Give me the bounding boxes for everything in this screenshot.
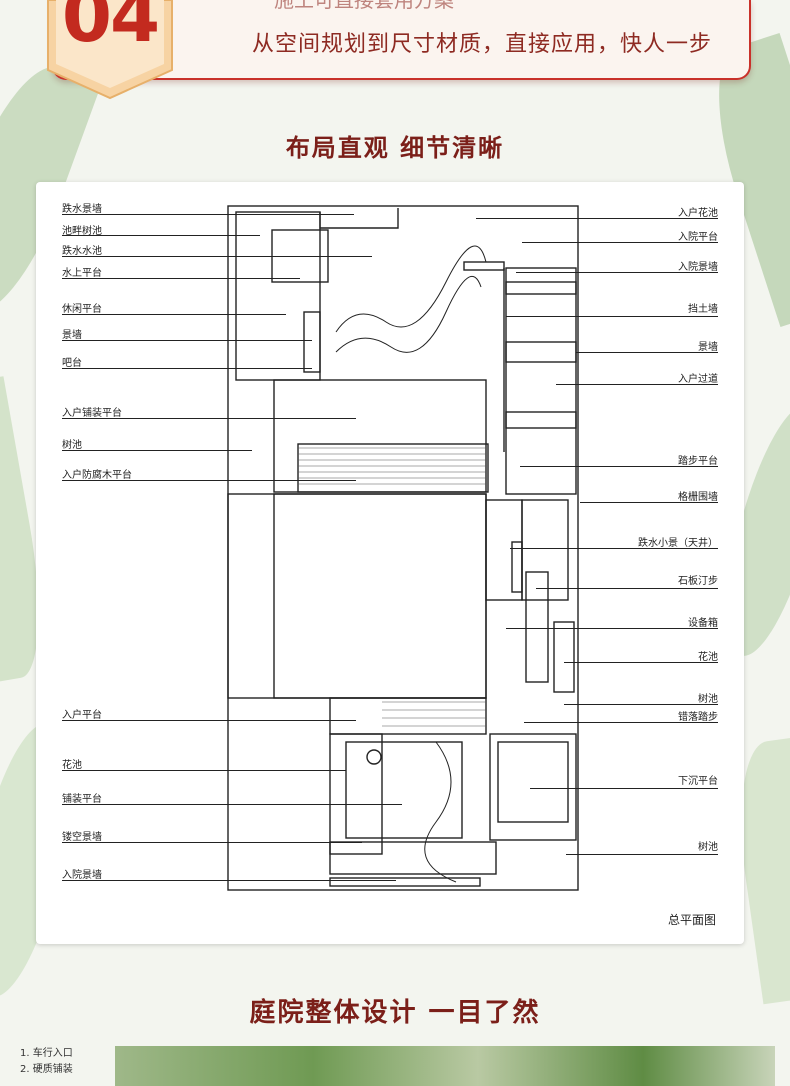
label-right: 树池 (698, 842, 718, 853)
legend-list: 1. 车行入口 2. 硬质铺装 (20, 1046, 73, 1078)
leader-line (62, 720, 356, 721)
leader-line (564, 662, 718, 663)
label-left: 入院景墙 (62, 870, 102, 881)
legend-item: 1. 车行入口 (20, 1048, 73, 1059)
leader-line (580, 502, 718, 503)
label-right: 入户花池 (678, 208, 718, 219)
label-left: 吧台 (62, 358, 82, 369)
label-left: 水上平台 (62, 268, 102, 279)
banner-headline: 施工可直接套用方案 (274, 0, 454, 12)
label-right: 花池 (698, 652, 718, 663)
leader-line (62, 214, 354, 215)
leader-line (564, 704, 718, 705)
section-title-overview: 庭院整体设计 一目了然 (249, 998, 541, 1028)
leader-line (62, 450, 252, 451)
label-right: 设备箱 (688, 618, 718, 629)
label-right: 踏步平台 (678, 456, 718, 467)
leader-line (62, 770, 346, 771)
label-left: 入户防腐木平台 (62, 470, 132, 481)
label-left: 花池 (62, 760, 82, 771)
label-left: 入户平台 (62, 710, 102, 721)
label-right: 格栅围墙 (678, 492, 718, 503)
leader-line (62, 278, 300, 279)
label-right: 入户过道 (678, 374, 718, 385)
section-title-layout: 布局直观 细节清晰 (285, 134, 505, 162)
leader-line (556, 384, 718, 385)
label-left: 镂空景墙 (62, 832, 102, 843)
leader-line (62, 314, 286, 315)
leader-line (510, 548, 718, 549)
leader-line (62, 842, 362, 843)
leader-line (566, 854, 718, 855)
site-plan-card: 跌水景墙 池畔树池 跌水水池 水上平台 休闲平台 景墙 吧台 入户铺装平台 树池… (36, 182, 744, 944)
label-right: 入院景墙 (678, 262, 718, 273)
leader-line (520, 466, 718, 467)
plan-caption: 总平面图 (667, 913, 716, 927)
leader-line (62, 256, 372, 257)
label-left: 跌水景墙 (62, 204, 102, 215)
leader-line (62, 368, 312, 369)
site-plan-drawing (227, 205, 579, 891)
leader-line (62, 480, 356, 481)
label-left: 树池 (62, 440, 82, 451)
section-number: 04 (61, 0, 160, 58)
leader-line (62, 880, 396, 881)
leader-line (516, 272, 718, 273)
label-right: 下沉平台 (678, 776, 718, 787)
label-left: 池畔树池 (62, 226, 102, 237)
label-right: 跌水小景（天井） (638, 538, 718, 549)
garden-aerial-image (115, 1046, 775, 1086)
number-badge-shape (47, 0, 173, 100)
label-left: 景墙 (62, 330, 82, 341)
label-left: 铺装平台 (62, 794, 102, 805)
leader-line (62, 340, 312, 341)
banner-subtitle: 从空间规划到尺寸材质，直接应用，快人一步 (252, 32, 713, 57)
label-right: 入院平台 (678, 232, 718, 243)
leader-line (536, 588, 718, 589)
label-right: 挡土墙 (688, 304, 718, 315)
leader-line (530, 788, 718, 789)
leader-line (524, 722, 718, 723)
leader-line (506, 316, 718, 317)
label-left: 休闲平台 (62, 304, 102, 315)
label-left: 入户铺装平台 (62, 408, 122, 419)
label-right: 树池 (698, 694, 718, 705)
leader-line (62, 235, 260, 236)
leader-line (506, 628, 718, 629)
label-right: 景墙 (698, 342, 718, 353)
label-right: 石板汀步 (678, 576, 718, 587)
leader-line (522, 242, 718, 243)
leader-line (62, 804, 402, 805)
leader-line (62, 418, 356, 419)
label-left: 跌水水池 (62, 246, 102, 257)
label-right: 错落踏步 (678, 712, 718, 723)
legend-item: 2. 硬质铺装 (20, 1064, 73, 1075)
leader-line (476, 218, 718, 219)
leader-line (576, 352, 718, 353)
